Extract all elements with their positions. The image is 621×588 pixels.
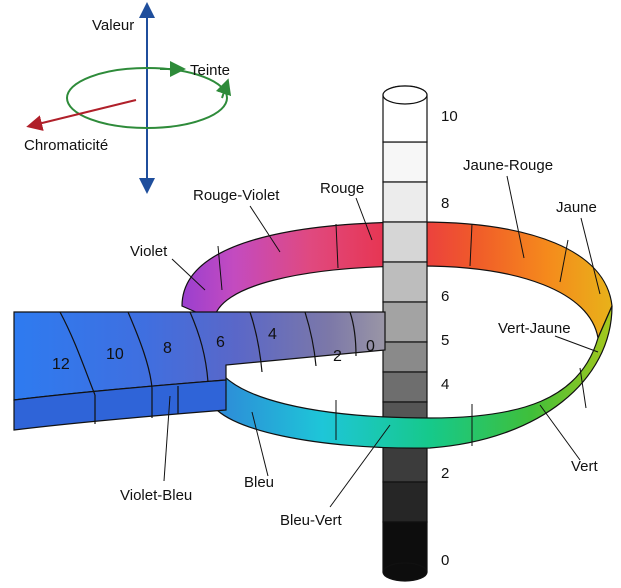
hue-label-vert-jaune: Vert-Jaune	[498, 320, 571, 337]
hue-label-jaune: Jaune	[556, 199, 597, 216]
leader-lines	[163, 175, 601, 508]
value-axis-label: Valeur	[92, 17, 134, 34]
chroma-tick-0: 0	[366, 338, 375, 355]
hue-label-violet-bleu: Violet-Bleu	[120, 487, 192, 504]
hue-label-vert: Vert	[571, 458, 599, 475]
value-tick-2: 2	[441, 465, 449, 482]
chroma-axis-label: Chromaticité	[24, 137, 108, 154]
hue-label-jaune-rouge: Jaune-Rouge	[463, 157, 553, 174]
hue-label-bleu: Bleu	[244, 474, 274, 491]
chroma-tick-4: 4	[268, 326, 277, 343]
chroma-tick-10: 10	[106, 346, 124, 363]
value-tick-10: 10	[441, 108, 458, 125]
value-tick-8: 8	[441, 195, 449, 212]
chroma-scale: 0 2 4 6 8 10 12	[52, 326, 375, 373]
chroma-tick-6: 6	[216, 334, 225, 351]
value-tick-6: 6	[441, 288, 449, 305]
chroma-tick-8: 8	[163, 340, 172, 357]
value-column	[382, 85, 428, 582]
chroma-tick-2: 2	[333, 348, 342, 365]
chroma-tick-12: 12	[52, 356, 70, 373]
hue-labels: Rouge Rouge-Violet Violet Jaune-Rouge Ja…	[120, 157, 599, 529]
hue-label-rouge-violet: Rouge-Violet	[193, 187, 280, 204]
hue-axis-label: Teinte	[190, 62, 230, 79]
hue-ring-front	[209, 305, 613, 449]
hue-label-rouge: Rouge	[320, 180, 364, 197]
value-tick-0: 0	[441, 552, 449, 569]
hue-label-bleu-vert: Bleu-Vert	[280, 512, 343, 529]
chroma-axis-arrow	[26, 99, 137, 131]
value-tick-4: 4	[441, 376, 449, 393]
hue-axis-arrow-right	[215, 78, 232, 99]
value-scale: 10 8 6 5 4 2 0	[441, 108, 458, 569]
hue-label-violet: Violet	[130, 243, 168, 260]
chroma-slab	[13, 311, 386, 431]
axes-legend: Valeur Teinte Chromaticité	[24, 2, 232, 194]
value-tick-5: 5	[441, 332, 449, 349]
hue-axis-ellipse	[66, 67, 228, 129]
